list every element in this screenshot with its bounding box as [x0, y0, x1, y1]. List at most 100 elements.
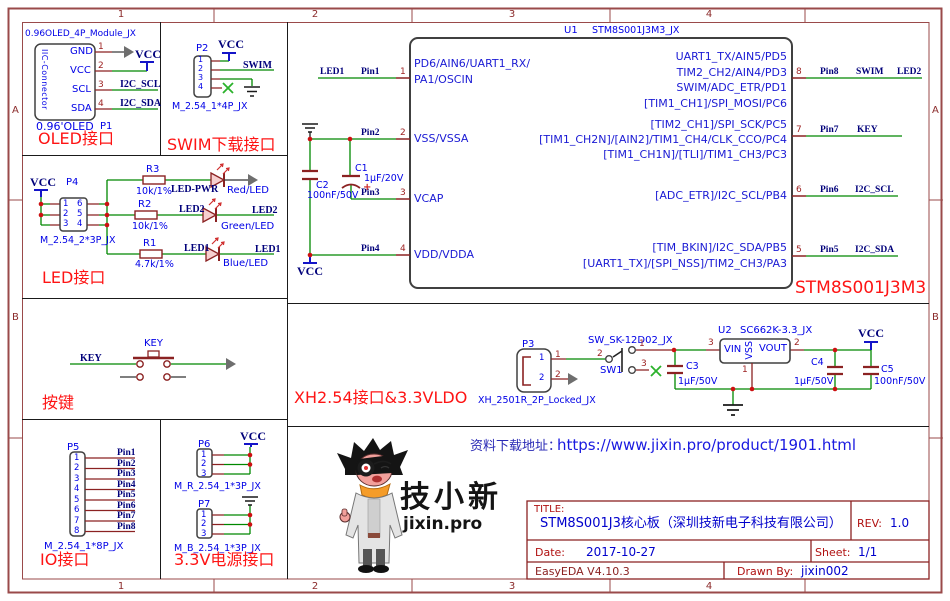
net-label: SWIM	[243, 60, 272, 71]
gnd-arrow-icon	[124, 46, 134, 58]
pin-number: 8	[74, 526, 80, 536]
pin-number: 2	[400, 128, 406, 138]
gnd-arrow-icon	[248, 174, 258, 186]
pin-number: 2	[74, 463, 80, 473]
push-button-symbol	[70, 350, 236, 381]
drawn-by-value: jixin002	[801, 564, 849, 578]
pin-number: 4	[74, 484, 80, 494]
no-connect-icon	[222, 82, 234, 94]
pin-number: 4	[98, 99, 104, 109]
drawn-by-label: Drawn By:	[737, 565, 794, 578]
resistor-r2	[134, 210, 158, 220]
led-name: Blue/LED	[223, 258, 269, 269]
ldo-circuit-symbols	[516, 338, 879, 416]
vcc-icon	[34, 189, 48, 197]
frame-col-label: 3	[508, 9, 516, 20]
net-label-vcc: VCC	[858, 326, 884, 340]
slide-switch-symbol	[605, 346, 637, 375]
swim-connector-symbol	[193, 52, 274, 98]
ldo-pin-name: VOUT	[759, 343, 787, 354]
ldo-pin-name: VIN	[724, 344, 742, 355]
net-label: SWIM	[856, 67, 884, 77]
component-value: 100nF/50V	[874, 376, 926, 387]
oled-pin-name: GND	[70, 46, 93, 57]
section-label-mcu: STM8S001J3M3	[795, 278, 927, 298]
pin-number: 1	[539, 353, 545, 363]
mcu-pin-function: VCAP	[414, 192, 444, 205]
component-value: 100nF/50V	[307, 190, 359, 201]
ref-designator: R3	[146, 164, 160, 175]
net-label-vcc: VCC	[30, 175, 56, 189]
mascot-illustration	[337, 438, 408, 573]
gnd-arrow-icon	[568, 373, 578, 385]
mcu-pin-function: PD6/AIN6/UART1_RX/	[414, 57, 531, 70]
net-label-vcc: VCC	[297, 264, 323, 278]
pin-number: 2	[201, 519, 207, 529]
component-value: 4.7k/1%	[135, 259, 174, 270]
part-name: SC662K-3.3_JX	[740, 325, 813, 336]
mcu-pin-function: TIM2_CH2/AIN4/PD3	[676, 66, 787, 79]
pin-number: 5	[796, 245, 802, 255]
net-label: Pin5	[820, 245, 839, 255]
oled-connector-name: IIC-Connector	[40, 49, 49, 110]
pin-number: 2	[539, 373, 545, 383]
power-connector-symbols	[196, 443, 258, 539]
led-blue-icon	[205, 237, 225, 263]
pin-number: 3	[708, 338, 714, 348]
mcu-symbol	[302, 37, 922, 289]
capacitor-c1-polarized	[341, 174, 361, 189]
ref-designator: C4	[811, 357, 824, 368]
oled-connector-symbol	[34, 43, 158, 121]
ref-designator: U2	[718, 325, 732, 336]
mcu-pin-function: [TIM1_CH1N]/[TLI]/TIM1_CH3/PC3	[603, 148, 787, 161]
section-label-ldo: XH2.54接口&3.3VLDO	[294, 388, 468, 407]
title-label: TITLE:	[534, 504, 565, 515]
component-value: 1µF/20V	[364, 173, 404, 184]
net-label: LED2	[897, 67, 922, 77]
ref-designator: P7	[198, 499, 211, 510]
sheet-label: Sheet:	[815, 546, 851, 559]
resistor-r3	[142, 175, 166, 185]
net-label-vcc: VCC	[135, 47, 161, 61]
footprint-name: M_2.54_1*4P_JX	[172, 101, 248, 112]
ref-designator: P3	[522, 339, 535, 350]
pin-number: 6	[74, 505, 80, 515]
section-label-io: IO接口	[40, 550, 90, 569]
pin-number: 3	[198, 73, 204, 82]
oled-pin-name: SCL	[72, 84, 91, 95]
pin-number: 1	[201, 510, 207, 520]
pin-number: 3	[400, 188, 406, 198]
frame-col-label: 3	[508, 581, 516, 592]
mcu-pin-function: [ADC_ETR]/I2C_SCL/PB4	[655, 189, 787, 202]
oled-pin-name: VCC	[70, 65, 91, 76]
net-label: Pin8	[117, 522, 136, 532]
ref-designator: C2	[316, 180, 329, 191]
pin-number: 5	[77, 209, 83, 219]
capacitor-c4	[827, 365, 843, 376]
sheet-frame	[7, 7, 943, 594]
pin-number: 7	[74, 516, 80, 526]
net-label: Pin6	[117, 501, 136, 511]
download-url-label: 资料下载地址：	[470, 439, 562, 454]
net-label: LED-PWR	[171, 184, 219, 195]
net-label: Pin1	[361, 67, 380, 77]
ref-designator: C1	[355, 163, 368, 174]
mcu-pin-function: VSS/VSSA	[414, 132, 469, 145]
net-label: Pin2	[361, 128, 380, 138]
vcc-icon	[244, 443, 258, 447]
sheet-value: 1/1	[858, 545, 878, 559]
date-value: 2017-10-27	[586, 545, 656, 559]
ref-designator: R1	[143, 238, 157, 249]
ref-designator: P4	[66, 177, 79, 188]
vcc-icon	[864, 341, 878, 350]
section-label-swim: SWIM下载接口	[167, 135, 276, 154]
pin-number: 7	[796, 125, 802, 135]
led-circuit-symbols	[34, 163, 274, 263]
mcu-pin-function: [UART1_TX]/[SPI_NSS]/TIM2_CH3/PA3	[582, 257, 787, 270]
net-label: KEY	[857, 125, 878, 135]
capacitor-c3	[667, 364, 683, 375]
ref-designator: KEY	[144, 338, 163, 349]
part-name: STM8S001J3M3_JX	[592, 25, 680, 36]
